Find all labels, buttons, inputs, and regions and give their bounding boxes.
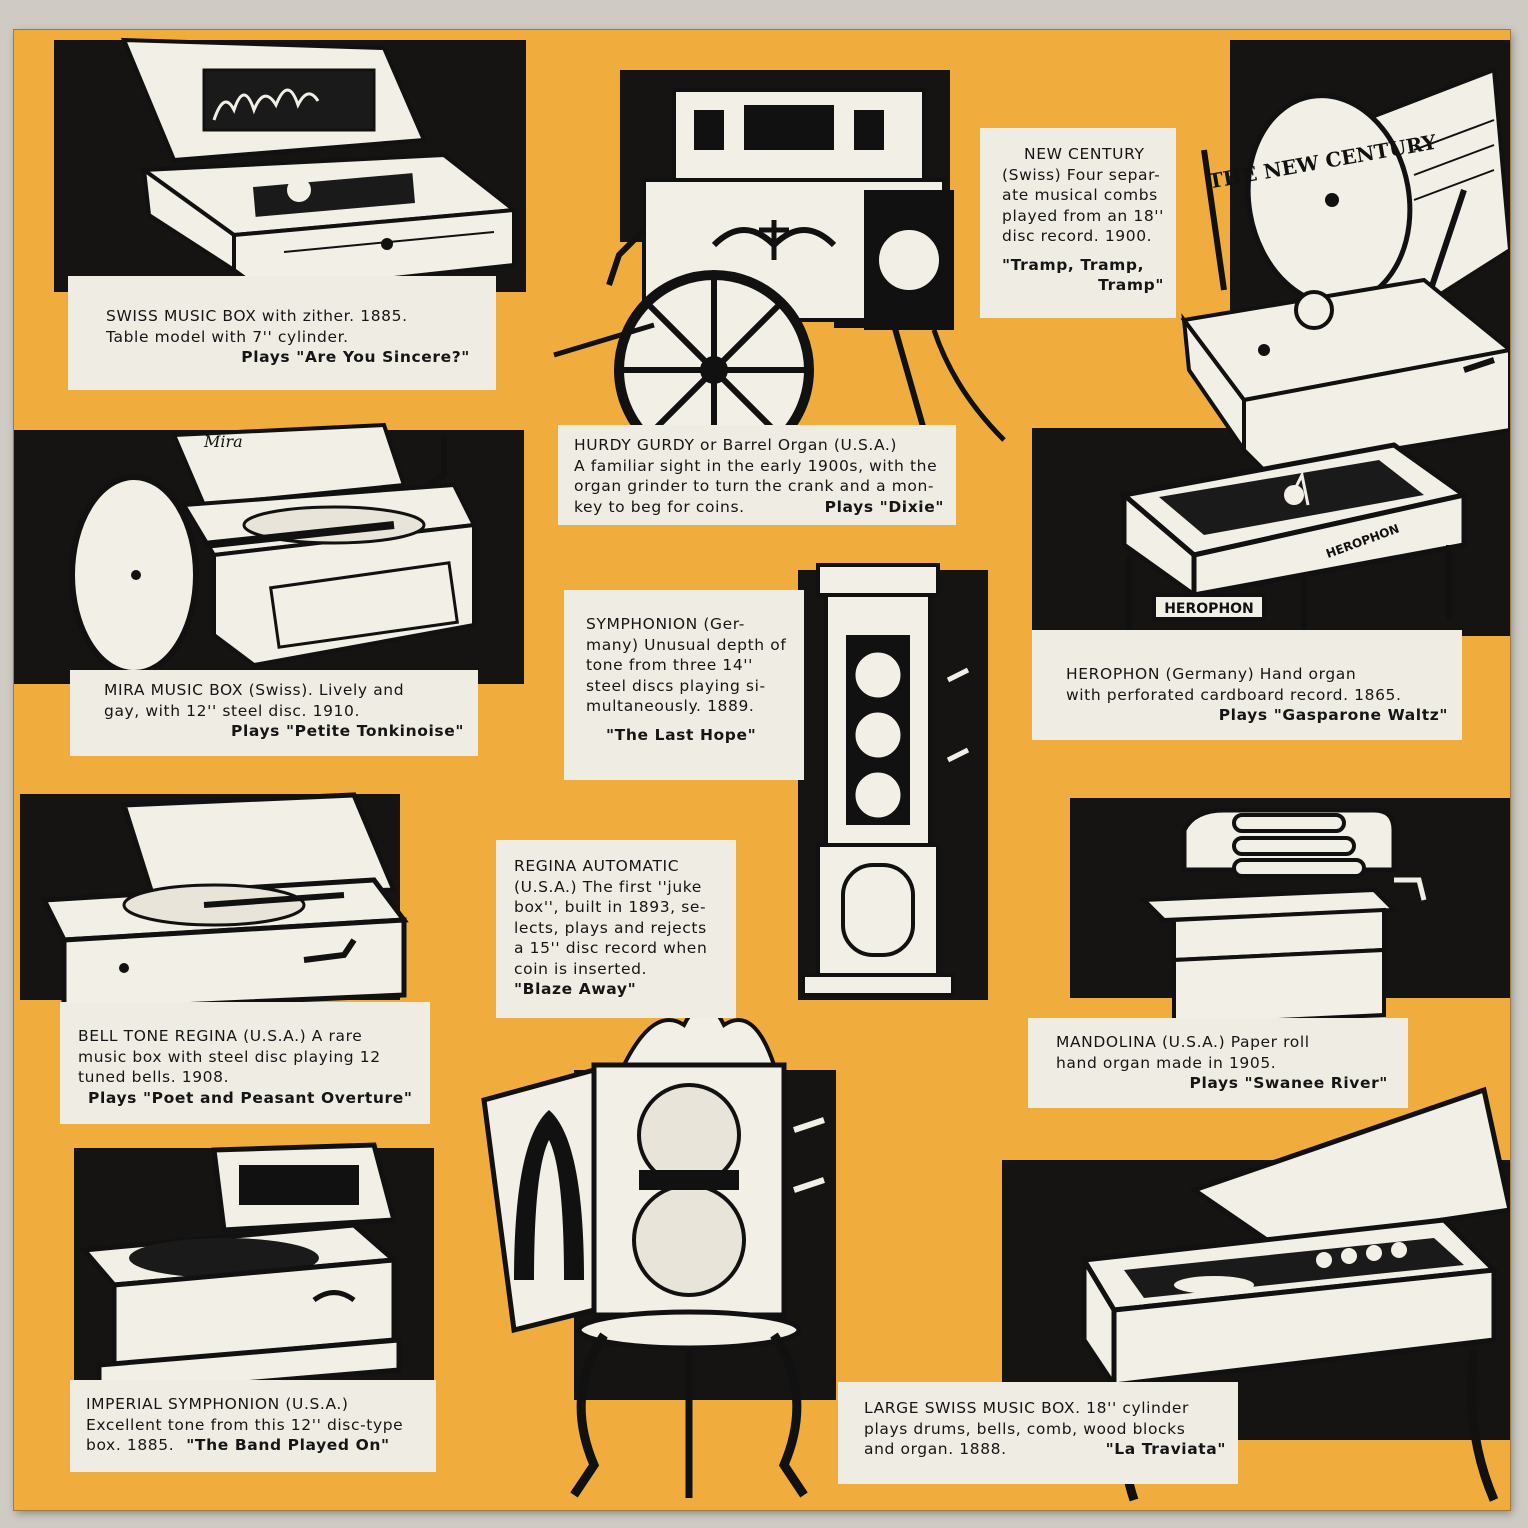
regina-automatic-illustration bbox=[481, 1003, 825, 1498]
caption-line: LARGE SWISS MUSIC BOX. 18'' cylinder bbox=[864, 1399, 1190, 1417]
caption-plays: Plays "Dixie" bbox=[824, 497, 944, 516]
caption-line: coin is inserted. bbox=[514, 959, 648, 978]
caption-line: MIRA MUSIC BOX (Swiss). Lively and bbox=[104, 681, 405, 699]
caption-line: BELL TONE REGINA (U.S.A.) A rare bbox=[78, 1027, 363, 1045]
caption-large-swiss-music-box: LARGE SWISS MUSIC BOX. 18'' cylinder pla… bbox=[838, 1382, 1238, 1484]
symphonion-illustration bbox=[801, 563, 970, 997]
caption-line: box. 1885. bbox=[86, 1436, 175, 1454]
new-century-illustration: THE NEW CENTURY bbox=[1180, 67, 1510, 473]
caption-line: disc record. 1900. bbox=[1002, 227, 1153, 245]
caption-line: SWISS MUSIC BOX with zither. 1885. bbox=[106, 307, 408, 325]
caption-line: tuned bells. 1908. bbox=[78, 1068, 230, 1086]
caption-regina-automatic: REGINA AUTOMATIC (U.S.A.) The first ''ju… bbox=[496, 840, 736, 1018]
caption-line: hand organ made in 1905. bbox=[1056, 1053, 1277, 1072]
caption-line: key to beg for coins. bbox=[574, 497, 745, 516]
caption-line: A familiar sight in the early 1900s, wit… bbox=[574, 456, 938, 475]
caption-plays: Plays "Swanee River" bbox=[1189, 1074, 1388, 1092]
caption-line: MANDOLINA (U.S.A.) Paper roll bbox=[1056, 1033, 1310, 1051]
caption-line: SYMPHONION (Ger- bbox=[586, 615, 745, 633]
caption-line: plays drums, bells, comb, wood blocks bbox=[864, 1419, 1186, 1438]
caption-line: HURDY GURDY or Barrel Organ (U.S.A.) bbox=[574, 436, 898, 454]
swiss-music-box-illustration bbox=[120, 37, 520, 295]
caption-imperial-symphonion: IMPERIAL SYMPHONION (U.S.A.) Excellent t… bbox=[70, 1380, 436, 1472]
mira-music-box-illustration: Mira bbox=[69, 422, 478, 676]
caption-line: IMPERIAL SYMPHONION (U.S.A.) bbox=[86, 1395, 349, 1413]
caption-line: tone from three 14'' bbox=[586, 656, 754, 674]
caption-line: lects, plays and rejects bbox=[514, 918, 707, 937]
caption-plays: Plays "Poet and Peasant Overture" bbox=[88, 1088, 413, 1107]
caption-line: gay, with 12'' steel disc. 1910. bbox=[104, 701, 360, 720]
hurdy-gurdy-illustration bbox=[553, 88, 1006, 470]
caption-line: and organ. 1888. bbox=[864, 1440, 1007, 1458]
mira-lid-engraving: Mira bbox=[203, 432, 243, 451]
caption-line: organ grinder to turn the crank and a mo… bbox=[574, 477, 935, 495]
caption-line: REGINA AUTOMATIC bbox=[514, 857, 680, 875]
caption-symphonion: SYMPHONION (Ger- many) Unusual depth of … bbox=[564, 590, 804, 780]
caption-line: box'', built in 1893, se- bbox=[514, 898, 707, 916]
caption-plays: "Blaze Away" bbox=[514, 980, 637, 998]
herophon-front-engraving: HEROPHON bbox=[1164, 601, 1254, 617]
mandolina-illustration bbox=[1139, 807, 1427, 1028]
caption-plays: Plays "Gasparone Waltz" bbox=[1218, 706, 1448, 724]
caption-plays: Plays "Are You Sincere?" bbox=[241, 348, 470, 366]
caption-plays: Tramp" bbox=[1098, 276, 1164, 294]
caption-plays: "The Last Hope" bbox=[606, 725, 757, 744]
caption-line: Excellent tone from this 12'' disc-type bbox=[86, 1415, 404, 1434]
caption-plays: Plays "Petite Tonkinoise" bbox=[231, 722, 464, 740]
caption-plays: "The Band Played On" bbox=[186, 1436, 390, 1454]
caption-hurdy-gurdy: HURDY GURDY or Barrel Organ (U.S.A.) A f… bbox=[558, 425, 956, 525]
record-sleeve-back: THE NEW CENTURY Mira HEROPHON HEROPHON bbox=[14, 30, 1510, 1510]
caption-line: a 15'' disc record when bbox=[514, 939, 708, 957]
caption-line: HEROPHON (Germany) Hand organ bbox=[1066, 665, 1357, 683]
caption-line: steel discs playing si- bbox=[586, 676, 766, 695]
caption-line: Table model with 7'' cylinder. bbox=[106, 327, 349, 346]
caption-herophon: HEROPHON (Germany) Hand organ with perfo… bbox=[1032, 630, 1462, 740]
caption-line: (U.S.A.) The first ''juke bbox=[514, 877, 702, 896]
caption-swiss-music-box: SWISS MUSIC BOX with zither. 1885. Table… bbox=[68, 276, 496, 390]
caption-bell-tone-regina: BELL TONE REGINA (U.S.A.) A rare music b… bbox=[60, 1002, 430, 1124]
imperial-symphonion-illustration bbox=[78, 1142, 402, 1398]
large-swiss-music-box-illustration bbox=[1079, 1086, 1510, 1502]
caption-line: multaneously. 1889. bbox=[586, 697, 755, 715]
caption-line: (Swiss) Four separ- bbox=[1002, 165, 1161, 184]
caption-line: played from an 18'' bbox=[1002, 206, 1165, 225]
caption-line: NEW CENTURY bbox=[1024, 145, 1145, 163]
caption-line: many) Unusual depth of bbox=[586, 635, 787, 654]
caption-plays: "Tramp, Tramp, bbox=[1002, 255, 1145, 274]
caption-line: ate musical combs bbox=[1002, 186, 1158, 204]
caption-new-century: NEW CENTURY (Swiss) Four separ- ate musi… bbox=[980, 128, 1176, 318]
caption-plays: "La Traviata" bbox=[1105, 1440, 1226, 1458]
bell-tone-regina-illustration bbox=[40, 792, 409, 1013]
caption-line: music box with steel disc playing 12 bbox=[78, 1047, 381, 1066]
caption-mandolina: MANDOLINA (U.S.A.) Paper roll hand organ… bbox=[1028, 1018, 1408, 1108]
caption-line: with perforated cardboard record. 1865. bbox=[1066, 685, 1402, 704]
caption-mira-music-box: MIRA MUSIC BOX (Swiss). Lively and gay, … bbox=[70, 670, 478, 756]
